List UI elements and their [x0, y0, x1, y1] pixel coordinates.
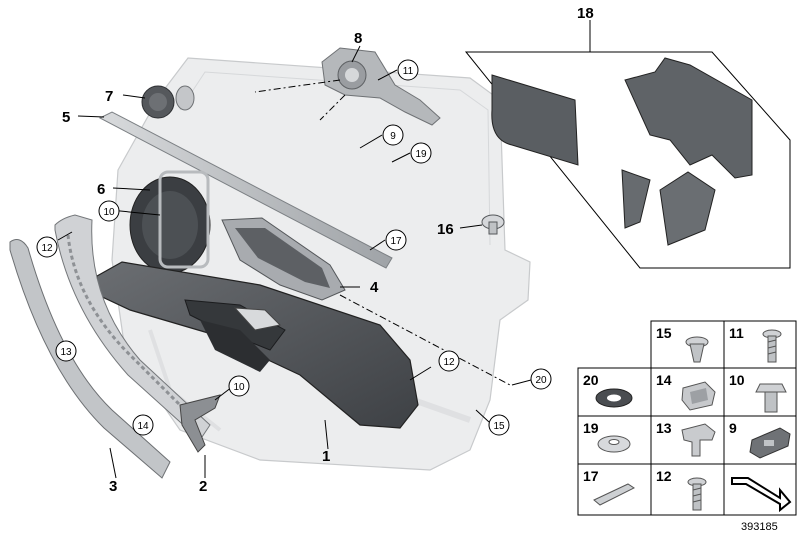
callouts: 8 7 5 6 16 4 1 2 3 18 [62, 5, 594, 495]
arrow-symbol-icon [731, 477, 792, 513]
callout-12b-circle: 12 [438, 350, 460, 372]
leader-lines [57, 20, 591, 479]
washer-20-icon [595, 388, 633, 408]
callout-2: 2 [199, 478, 207, 495]
callout-12a-circle: 12 [36, 236, 58, 258]
fastener-table: 15 11 20 14 10 19 13 9 17 12 [577, 320, 797, 516]
callout-4: 4 [370, 279, 379, 296]
callout-8: 8 [354, 30, 362, 47]
callout-19-circle: 19 [410, 142, 432, 164]
door-handle [221, 217, 346, 301]
callout-13-circle: 13 [55, 340, 77, 362]
callout-7: 7 [105, 88, 113, 105]
carrier-frame [54, 214, 211, 441]
table-cell-20: 20 [583, 372, 599, 388]
svg-text:9: 9 [390, 131, 396, 142]
callout-3: 3 [109, 478, 117, 495]
callout-16: 16 [437, 221, 454, 238]
svg-text:12: 12 [443, 357, 455, 368]
callout-5: 5 [62, 109, 70, 126]
svg-text:10: 10 [233, 382, 245, 393]
table-cell-19: 19 [583, 420, 599, 436]
figure-number: 393185 [741, 521, 778, 533]
table-cell-14: 14 [656, 372, 672, 388]
callout-20-circle: 20 [530, 368, 552, 390]
clip-14-icon [681, 381, 716, 411]
trim-strip [98, 111, 393, 269]
callout-1: 1 [322, 448, 330, 465]
table-cell-11: 11 [729, 325, 744, 341]
svg-text:19: 19 [415, 149, 427, 160]
svg-text:20: 20 [535, 375, 547, 386]
table-cell-9: 9 [729, 420, 737, 436]
svg-text:10: 10 [103, 207, 115, 218]
callout-18: 18 [577, 5, 594, 22]
svg-text:15: 15 [493, 421, 505, 432]
callout-10a-circle: 10 [98, 200, 120, 222]
callout-14-circle: 14 [132, 414, 154, 436]
screw-10-icon [755, 383, 787, 413]
screw-12-icon [687, 477, 707, 511]
table-cell-17: 17 [583, 468, 599, 484]
callout-9-circle: 9 [382, 124, 404, 146]
tweeter [141, 85, 195, 119]
callout-17-circle: 17 [385, 229, 407, 251]
svg-text:14: 14 [137, 421, 149, 432]
curved-trim [9, 239, 171, 479]
nut-19-icon [597, 435, 631, 453]
callout-15-circle: 15 [488, 414, 510, 436]
svg-text:13: 13 [60, 347, 72, 358]
pin-17-icon [593, 483, 635, 506]
circled-callouts: 11 9 19 10 12 17 13 12 10 14 15 20 [36, 59, 552, 436]
svg-text:12: 12 [41, 243, 53, 254]
svg-text:11: 11 [403, 66, 414, 77]
clip-13-icon [681, 423, 716, 457]
expanding-rivet [481, 214, 505, 235]
screw-11-icon [762, 329, 782, 363]
callout-11-circle: 11 [397, 59, 419, 81]
table-cell-12: 12 [656, 468, 672, 484]
table-cell-15: 15 [656, 325, 672, 341]
callout-6: 6 [97, 181, 105, 198]
clip-15-icon [685, 336, 709, 363]
callout-10b-circle: 10 [228, 375, 250, 397]
table-cell-10: 10 [729, 372, 745, 388]
armrest-trim [96, 261, 419, 429]
loudspeaker [129, 170, 211, 274]
absorber-set-box [464, 51, 791, 269]
svg-text:17: 17 [390, 236, 402, 247]
clip-9-icon [749, 427, 791, 459]
table-cell-13: 13 [656, 420, 672, 436]
